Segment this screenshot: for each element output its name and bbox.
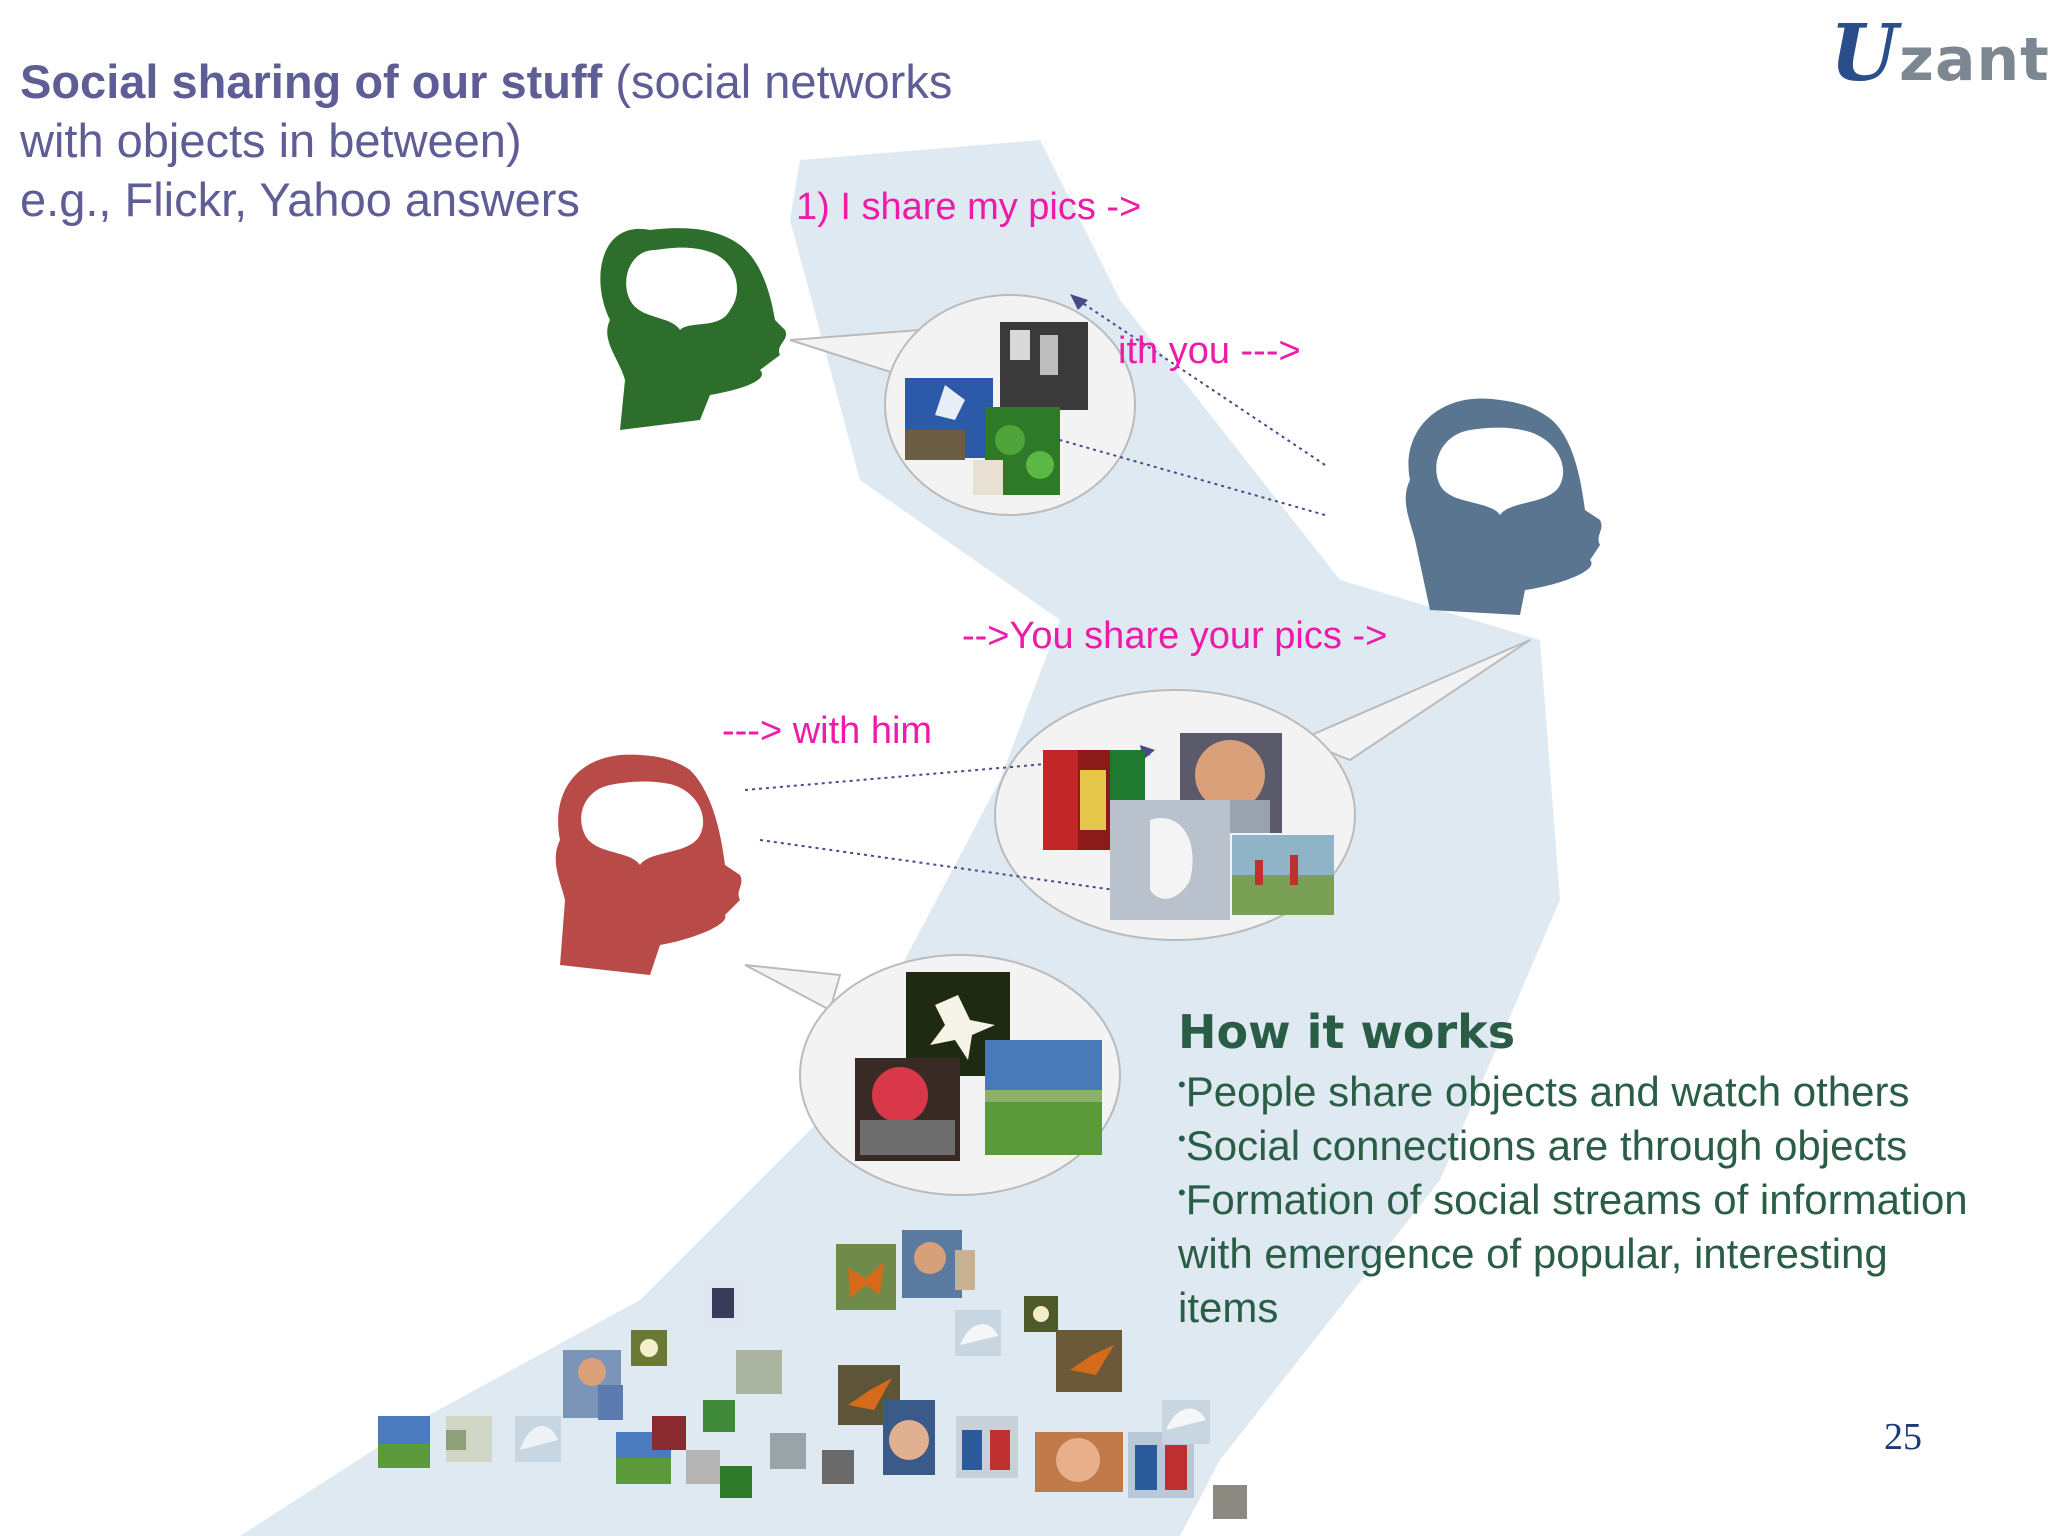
arrowhead-top — [1070, 294, 1088, 310]
how-item: •Formation of social streams of informat… — [1178, 1176, 1968, 1223]
title-bold: Social sharing of our stuff — [20, 55, 603, 108]
stream-photo — [686, 1450, 720, 1484]
photo-cluster-middle — [1043, 733, 1334, 920]
stream-photo — [822, 1450, 854, 1484]
title-line-3: e.g., Flickr, Yahoo answers — [20, 173, 580, 226]
stream-photo — [770, 1433, 806, 1469]
photo-cluster-top — [905, 322, 1088, 495]
label-you-share: -->You share your pics -> — [962, 615, 1388, 657]
title-line-2: with objects in between) — [20, 114, 522, 167]
label-with-him: ---> with him — [722, 710, 933, 752]
how-item: •People share objects and watch others — [1178, 1068, 1910, 1115]
stream-photo-butterfly — [836, 1244, 896, 1310]
stream-photo — [720, 1466, 752, 1498]
how-item: •Social connections are through objects — [1178, 1122, 1908, 1169]
green-head-icon — [600, 228, 787, 430]
stream-photo — [652, 1416, 686, 1450]
page-number: 25 — [1884, 1416, 1922, 1458]
red-head-icon — [555, 754, 742, 975]
stream-photo — [1213, 1485, 1247, 1519]
stream-photo — [955, 1250, 975, 1290]
slide-title: Social sharing of our stuff (social netw… — [20, 54, 952, 109]
arrow-line-top — [1074, 297, 1326, 466]
stream-photo — [703, 1400, 735, 1432]
title-rest: (social networks — [602, 55, 953, 108]
photo-cluster-bottom — [855, 972, 1102, 1161]
photo-stream — [378, 1230, 1247, 1519]
blue-head-icon — [1405, 398, 1602, 615]
how-item-continued: items — [1178, 1284, 1279, 1331]
stream-photo — [598, 1385, 623, 1420]
arrow-line-middle-lower — [759, 839, 1151, 896]
how-item-continued: with emergence of popular, interesting — [1178, 1230, 1888, 1277]
label-share-my-pics: 1) I share my pics -> — [796, 186, 1142, 228]
uzanto-logo: Uzanto — [1830, 8, 2048, 99]
how-it-works-heading: How it works — [1178, 1005, 1516, 1059]
label-with-you: ith you ---> — [1118, 330, 1301, 372]
stream-photo — [736, 1350, 782, 1394]
